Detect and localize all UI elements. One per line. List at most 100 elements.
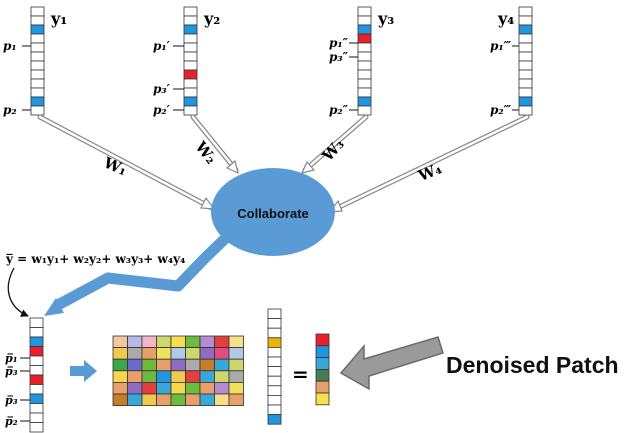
vector-cell [518, 15, 533, 26]
coefficient-cell [267, 366, 282, 377]
vector-cell [518, 33, 533, 44]
matrix-cell [214, 393, 230, 407]
matrix-cell [199, 381, 215, 395]
vector-cell [183, 33, 198, 44]
aggregated-vector-cell [29, 374, 44, 385]
coefficient-cell [267, 394, 282, 406]
matrix-cell [156, 381, 172, 395]
vector-y2: y₂ [183, 6, 220, 116]
aggregated-vector-cell [29, 365, 44, 376]
vector-cell [183, 15, 198, 26]
aggregated-vector-cell [29, 317, 44, 328]
vector-cell [518, 42, 533, 53]
vector-cell [357, 69, 372, 80]
aggregated-vector-cell [29, 355, 44, 366]
matrix-cell [141, 370, 157, 383]
aggregated-vector-cell [29, 346, 44, 357]
aggregated-vector-cell [29, 403, 44, 414]
vector-cell [518, 87, 533, 98]
matrix-cell [228, 393, 244, 407]
matrix-cell [170, 347, 186, 360]
matrix-cell [141, 347, 157, 360]
label-pbar2: p̅₂ [5, 415, 18, 428]
label-pbar1: p̅₁ [5, 352, 18, 365]
coefficient-cell [267, 346, 282, 358]
vector-cell [30, 87, 45, 98]
aggregated-vector-cell [29, 336, 44, 347]
label-p2: p₂ [3, 103, 17, 117]
matrix-cell [156, 358, 172, 372]
matrix-cell [185, 393, 201, 407]
vector-cell [518, 6, 533, 17]
matrix-cell [170, 335, 186, 349]
vector-cell [30, 6, 45, 17]
matrix-cell [127, 370, 143, 383]
matrix-cell [199, 335, 215, 349]
coefficient-cell [267, 337, 282, 348]
vector-y3-cells [357, 6, 372, 116]
label-pbar3-b: p̅₃ [5, 394, 18, 407]
weight-w1: W₁ [100, 153, 130, 179]
label-p3-prime: p₃′ [153, 82, 171, 96]
label-pbar3-a: p̅₃ [5, 365, 18, 378]
vector-cell [183, 6, 198, 17]
denoised-cell [315, 392, 330, 406]
matrix-cell [170, 381, 186, 395]
vector-y1-cells [30, 6, 45, 116]
weight-arrows [37, 114, 530, 213]
matrix-cell [156, 370, 172, 383]
coefficient-cell [267, 318, 282, 329]
vector-cell [357, 78, 372, 89]
matrix-cell [199, 347, 215, 360]
transform-arrow [70, 360, 97, 382]
coefficient-cell [267, 327, 282, 339]
matrix-cell [112, 358, 128, 372]
aggregate-arrow [53, 228, 236, 311]
matrix-cell [141, 335, 157, 349]
vector-y3-name: y₃ [377, 9, 394, 28]
vector-cell [357, 15, 372, 26]
matrix-cell [127, 393, 143, 407]
coefficient-cell [267, 375, 282, 387]
vector-cell [518, 69, 533, 80]
matrix-cell [127, 347, 143, 360]
weighted-sum-formula: y̅ = w₁y₁+ w₂y₂+ w₃y₃+ w₄y₄ [5, 252, 185, 266]
vector-y3: y₃ [357, 6, 394, 116]
vector-cell [30, 15, 45, 26]
equals-sign: = [292, 362, 309, 386]
vector-cell [30, 51, 45, 62]
coefficient-vector [267, 308, 282, 425]
vector-cell [518, 51, 533, 62]
vector-cell [30, 42, 45, 53]
aggregated-vector-cell [29, 412, 44, 423]
aggregated-vector-cell [29, 384, 44, 395]
matrix-cell [214, 358, 230, 372]
matrix-cell [214, 347, 230, 360]
matrix-cell [185, 358, 201, 372]
matrix-cell [156, 335, 172, 349]
matrix-cell [127, 335, 143, 349]
denoised-cell [315, 333, 330, 347]
matrix-cell [228, 370, 244, 383]
vector-y2-name: y₂ [203, 9, 220, 28]
vector-cell [30, 96, 45, 107]
matrix-cell [199, 358, 215, 372]
matrix-cell [112, 335, 128, 349]
collaborate-label: Collaborate [237, 206, 309, 221]
matrix-cell [228, 347, 244, 360]
matrix-cell [170, 370, 186, 383]
vector-cell [357, 60, 372, 71]
patch-vectors: y₁ y₂ y₃ y₄ [30, 6, 533, 116]
label-p1-tprime: p₁‴ [490, 39, 512, 53]
vector-cell [518, 96, 533, 107]
vector-cell [518, 24, 533, 35]
label-p2-tprime: p₂‴ [490, 103, 512, 117]
matrix-cell [228, 381, 244, 395]
matrix-cell [199, 393, 215, 407]
vector-cell [357, 42, 372, 53]
vector-cell [357, 96, 372, 107]
vector-cell [357, 51, 372, 62]
matrix-cell [214, 370, 230, 383]
vector-cell [30, 69, 45, 80]
denoised-cell [315, 380, 330, 394]
